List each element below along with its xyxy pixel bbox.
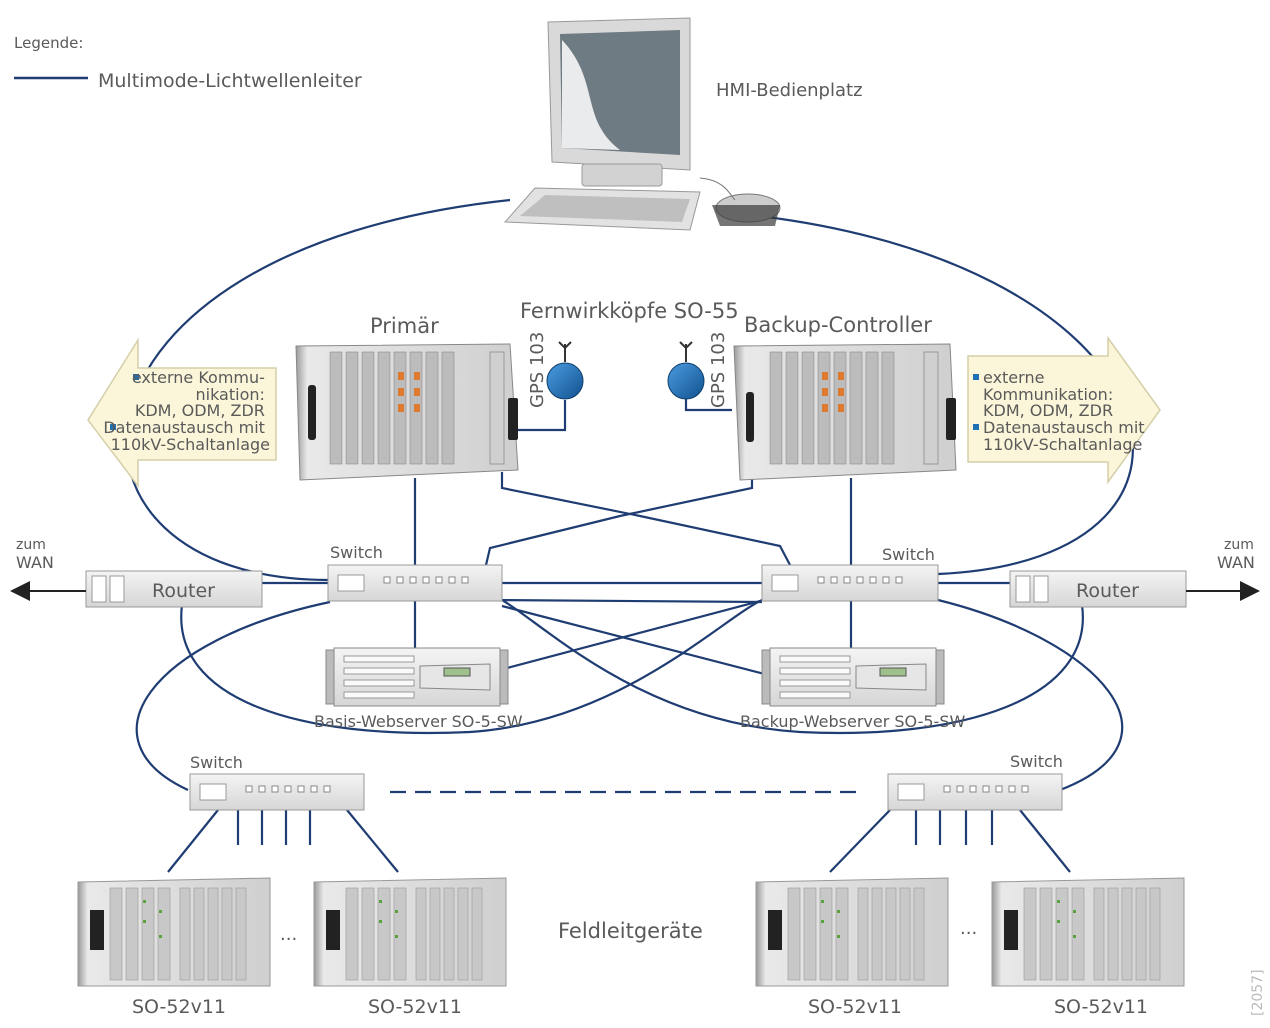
gps-left-icon: [546, 341, 584, 400]
switch-bottom-left-label: Switch: [190, 753, 243, 772]
ext-right-line2: Kommunikation:: [983, 385, 1113, 404]
router-left: [85, 570, 263, 608]
legend-line-label: Multimode-Lichtwellenleiter: [98, 70, 362, 92]
ext-arrow-right: externe Kommunikation: KDM, ODM, ZDR Dat…: [967, 335, 1161, 485]
switch-top-right: [761, 564, 939, 602]
field-ellipsis-right: ...: [960, 918, 977, 939]
field-device-3-label: SO-52v11: [808, 996, 902, 1018]
switch-top-left: [327, 564, 503, 602]
webserver-backup-label: Backup-Webserver SO-5-SW: [740, 712, 965, 731]
ext-left-line1: externe Kommu-: [132, 368, 265, 387]
webserver-basis: [325, 647, 509, 707]
field-device-2: [313, 877, 507, 987]
svg-text:externe Kommunikation:: externe Kommunikation: KDM, ODM, ZDR Dat…: [983, 368, 1150, 454]
hmi-workstation-icon: [503, 17, 781, 231]
field-ellipsis-left: ...: [280, 924, 297, 945]
switch-top-right-label: Switch: [882, 545, 935, 564]
svg-text:externe Kommu- nikation:: externe Kommu- nikation: KDM, ODM, ZDR D…: [103, 368, 270, 454]
switch-bottom-right: [887, 773, 1063, 811]
gps-left-label: GPS 103: [527, 332, 548, 408]
router-left-label: Router: [152, 580, 215, 602]
primary-label: Primär: [370, 314, 439, 338]
controller-backup: [733, 343, 957, 481]
wan-right-line1: zum: [1224, 537, 1254, 553]
switch-bottom-right-label: Switch: [1010, 752, 1063, 771]
webserver-backup: [761, 647, 945, 707]
router-right: [1009, 570, 1187, 608]
switch-bottom-left: [189, 773, 365, 811]
ext-right-line1: externe: [983, 368, 1044, 387]
field-device-2-label: SO-52v11: [368, 996, 462, 1018]
ext-left-line5: 110kV-Schaltanlage: [111, 435, 270, 454]
fiber-links: [125, 198, 1134, 873]
webserver-basis-label: Basis-Webserver SO-5-SW: [314, 712, 523, 731]
wan-right-line2: WAN: [1217, 553, 1255, 572]
backup-label: Backup-Controller: [744, 313, 932, 337]
head-title: Fernwirkköpfe SO-55: [520, 299, 739, 323]
field-device-3: [755, 877, 949, 987]
field-device-1-label: SO-52v11: [132, 996, 226, 1018]
wan-left-line2: WAN: [16, 553, 54, 572]
gps-right-icon: [667, 341, 705, 400]
legend-title: Legende:: [14, 34, 83, 52]
hmi-label: HMI-Bedienplatz: [716, 80, 863, 101]
ext-right-line4: Datenaustausch mit: [983, 418, 1145, 437]
wan-left-line1: zum: [16, 537, 46, 553]
ext-left-line4: Datenaustausch mit: [103, 418, 265, 437]
ext-left-line2: nikation:: [195, 385, 264, 404]
gps-right-label: GPS 103: [708, 332, 729, 408]
field-device-4-label: SO-52v11: [1054, 996, 1148, 1018]
footer-code: [2057]: [1250, 969, 1266, 1016]
ext-arrow-left: externe Kommu- nikation: KDM, ODM, ZDR D…: [87, 337, 277, 489]
switch-top-left-label: Switch: [330, 543, 383, 562]
ext-left-line3: KDM, ODM, ZDR: [135, 401, 265, 420]
ext-right-line5: 110kV-Schaltanlage: [983, 435, 1142, 454]
field-device-1: [77, 877, 271, 987]
router-right-label: Router: [1076, 580, 1139, 602]
field-label: Feldleitgeräte: [558, 919, 703, 943]
ext-right-line3: KDM, ODM, ZDR: [983, 401, 1113, 420]
controller-primary: [295, 343, 519, 481]
field-device-4: [991, 877, 1185, 987]
